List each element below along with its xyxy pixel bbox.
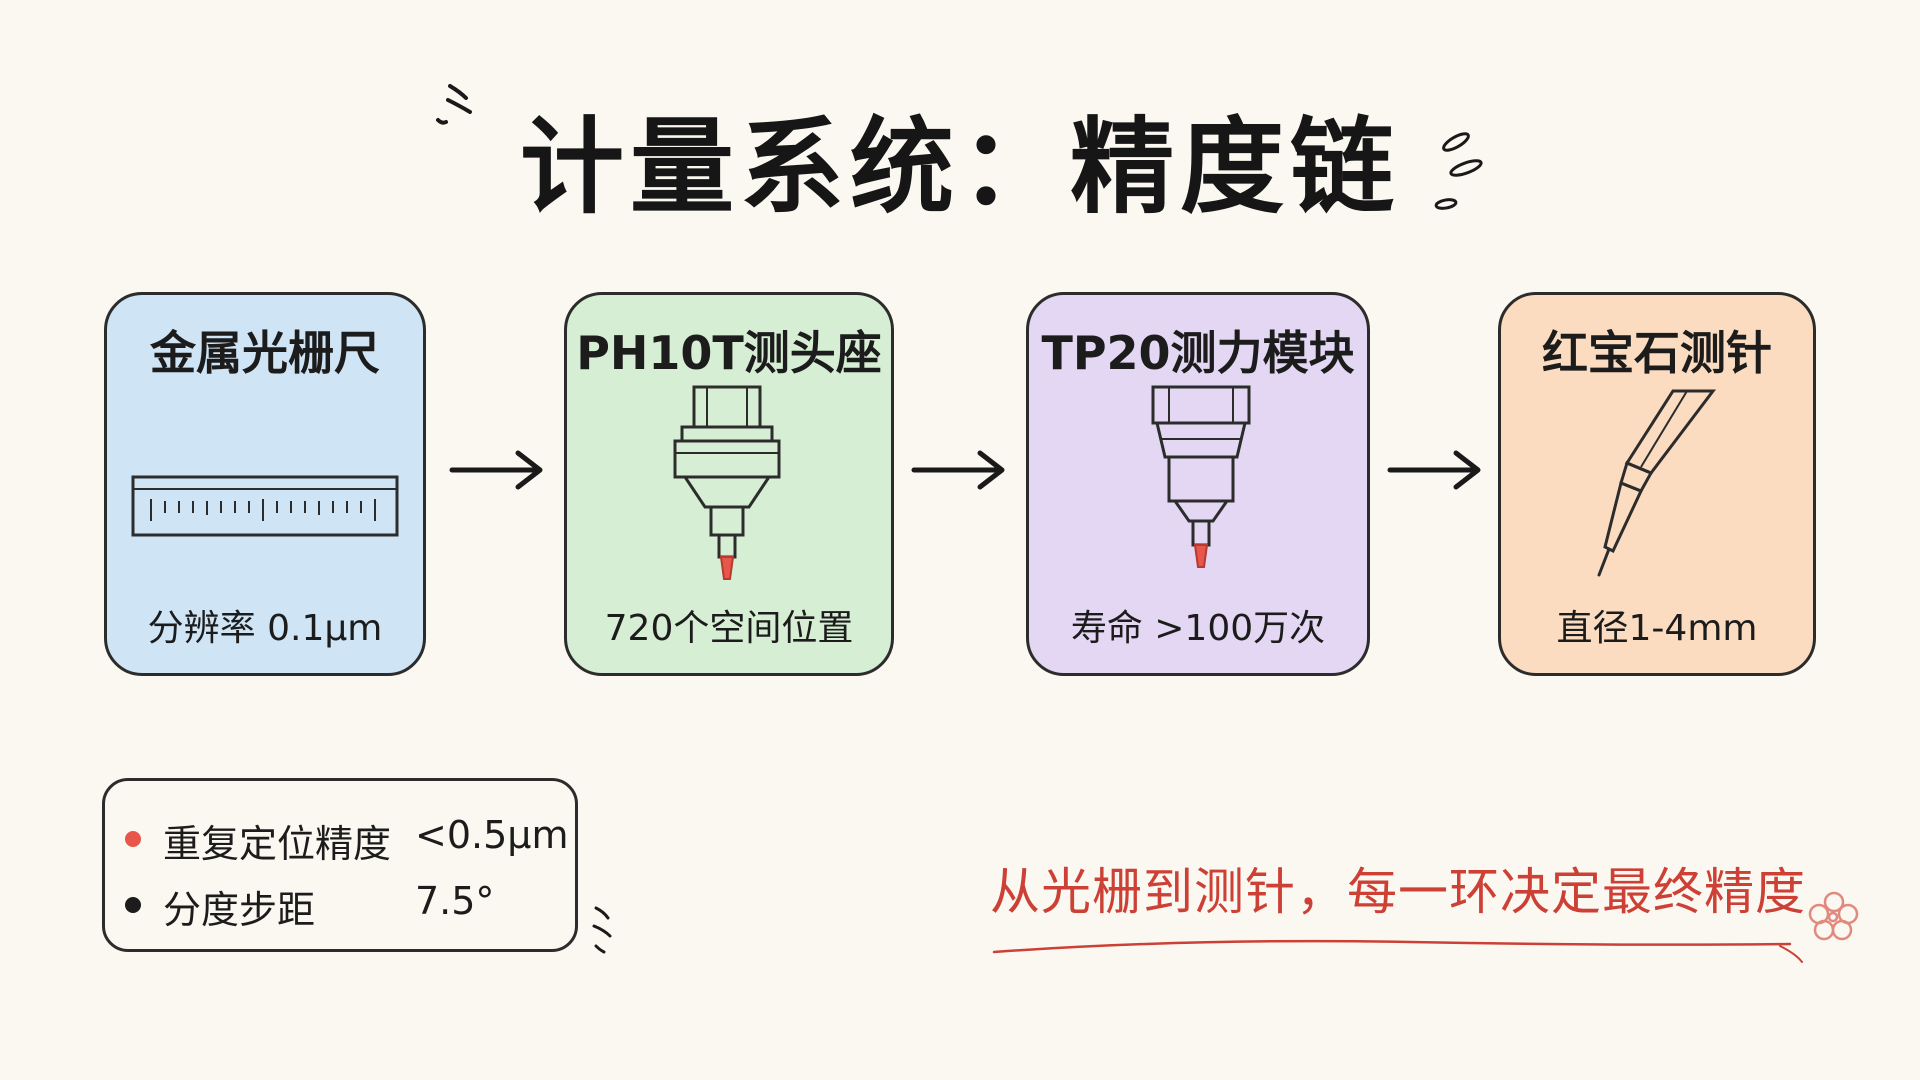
stage-card-grating-scale: 金属光栅尺 分辨率 0.1μm xyxy=(104,292,426,676)
legend-label: 分度步距 xyxy=(163,888,316,932)
stage-spec: 分辨率 0.1μm xyxy=(147,608,383,649)
stage-title: 红宝石测针 xyxy=(1542,326,1772,380)
legend-value: <0.5μm xyxy=(415,813,569,857)
stage-title: TP20测力模块 xyxy=(1041,326,1355,380)
probe-head-icon xyxy=(673,385,781,580)
legend-value: 7.5° xyxy=(415,879,495,923)
page-title: 计量系统：精度链 xyxy=(519,106,1400,228)
legend-label: 重复定位精度 xyxy=(163,822,392,866)
tagline: 从光栅到测针，每一环决定最终精度 xyxy=(990,863,1806,921)
legend-flourish xyxy=(592,906,612,954)
stage-card-force-module: TP20测力模块 寿命 >100万次 xyxy=(1026,292,1370,676)
tagline-underline xyxy=(992,939,1803,963)
legend-item: 分度步距 7.5° xyxy=(105,879,575,932)
grating-scale-icon xyxy=(131,475,399,537)
flower-doodle-icon xyxy=(1808,891,1859,941)
flow-arrow-icon xyxy=(449,450,543,490)
stylus-icon xyxy=(1597,389,1717,577)
legend-item: 重复定位精度 <0.5μm xyxy=(105,813,575,866)
spec-legend: 重复定位精度 <0.5μm 分度步距 7.5° xyxy=(102,778,578,952)
black-dot-icon xyxy=(125,897,141,913)
stage-spec: 寿命 >100万次 xyxy=(1070,608,1326,649)
stage-card-stylus: 红宝石测针 直径1-4mm xyxy=(1498,292,1816,676)
stage-spec: 720个空间位置 xyxy=(604,608,854,649)
force-module-icon xyxy=(1151,385,1251,568)
red-dot-icon xyxy=(125,831,141,847)
stage-title: 金属光栅尺 xyxy=(150,326,380,380)
stage-card-probe-head: PH10T测头座 720个空间位置 xyxy=(564,292,894,676)
title-right-flourish xyxy=(1434,132,1483,210)
flow-arrow-icon xyxy=(911,450,1005,490)
stage-spec: 直径1-4mm xyxy=(1556,608,1758,649)
flow-arrow-icon xyxy=(1387,450,1481,490)
title-left-flourish xyxy=(436,84,472,125)
stage-title: PH10T测头座 xyxy=(576,326,882,380)
